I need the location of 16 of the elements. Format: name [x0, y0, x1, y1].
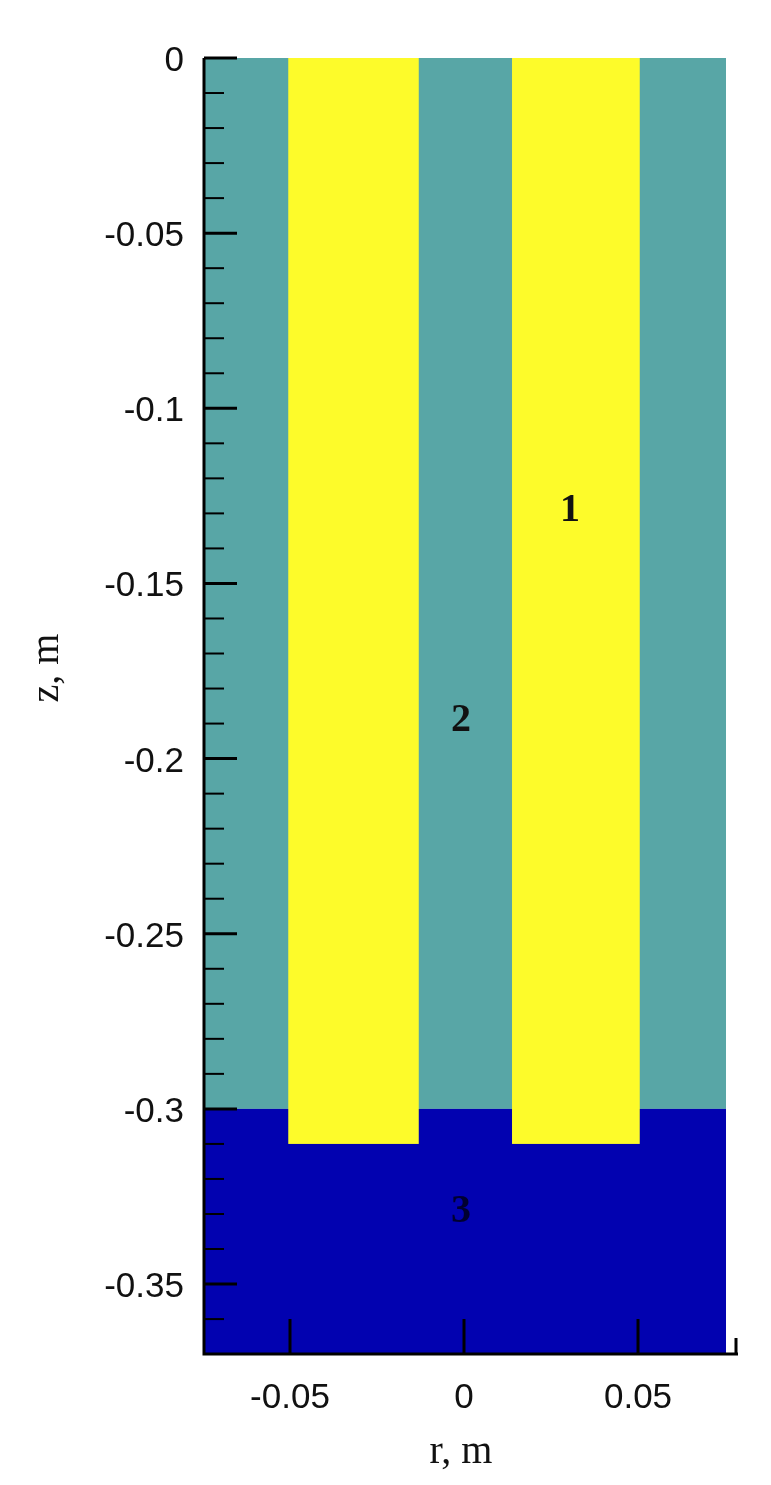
region-number: 1	[560, 488, 580, 528]
tick-label: 0	[164, 40, 184, 76]
region-number: 3	[451, 1189, 471, 1229]
axis-title: r, m	[429, 1430, 493, 1470]
tick-label: -0.05	[250, 1377, 330, 1413]
tick-label: 0.05	[603, 1377, 673, 1413]
tick-label: -0.05	[104, 215, 184, 251]
tick-label: -0.35	[104, 1266, 184, 1302]
region-number: 2	[451, 698, 471, 738]
tick-label: -0.2	[123, 741, 184, 777]
tick-label: -0.15	[104, 565, 184, 601]
tick-label: 0	[454, 1377, 474, 1413]
tick-label: -0.25	[104, 916, 184, 952]
tick-label: -0.3	[123, 1091, 184, 1127]
tick-label: -0.1	[123, 390, 184, 426]
axis-title: z, m	[25, 633, 65, 703]
